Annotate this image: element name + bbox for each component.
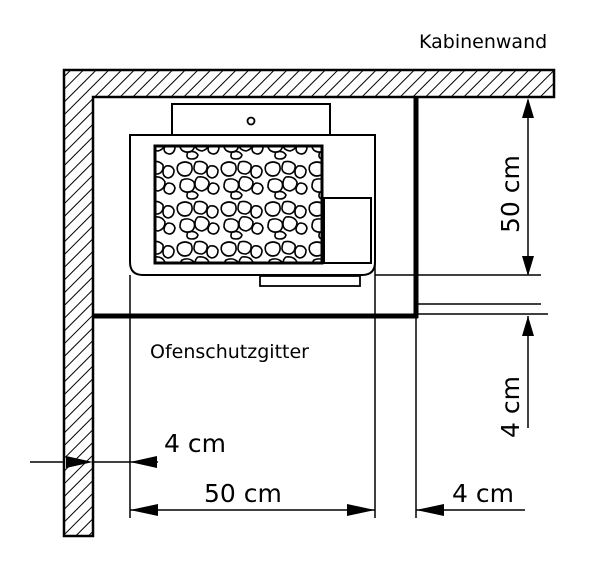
label-heater-guard: Ofenschutzgitter — [150, 341, 309, 363]
label-right-gap: 4 cm — [452, 479, 514, 508]
extension-lines — [129, 262, 548, 518]
heater-knob-icon — [246, 116, 256, 126]
label-height-4: 4 cm — [496, 376, 525, 438]
dimension-lines — [30, 98, 534, 516]
stone-chamber — [153, 144, 324, 265]
label-height-50: 50 cm — [496, 155, 525, 233]
heater-base — [259, 275, 361, 287]
label-cabin-wall: Kabinenwand — [419, 31, 547, 53]
heater-control-box — [171, 103, 331, 139]
cabin-wall — [62, 68, 556, 538]
heater-guard — [93, 97, 419, 319]
heater-side-panel — [323, 197, 372, 264]
label-width-50: 50 cm — [204, 479, 282, 508]
label-side-gap: 4 cm — [164, 429, 226, 458]
